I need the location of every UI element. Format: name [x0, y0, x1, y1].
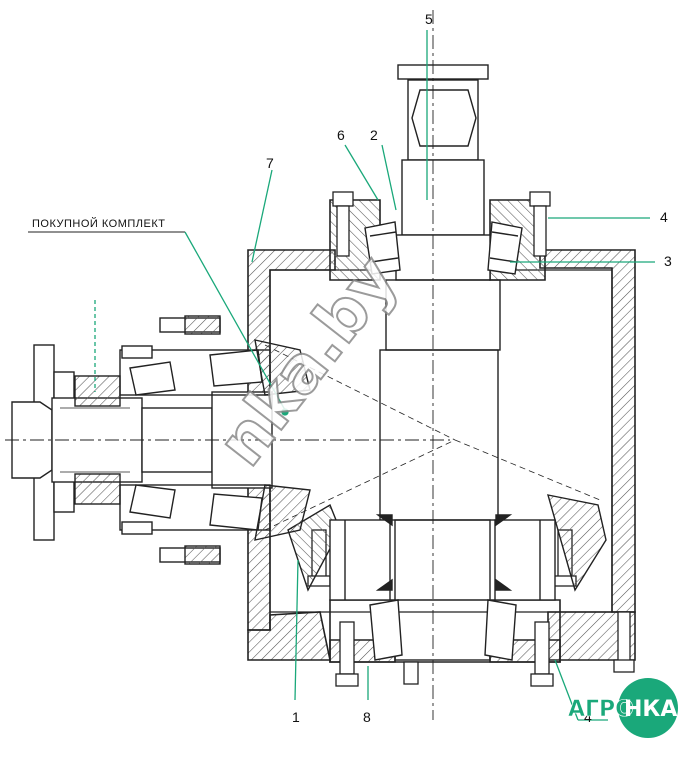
callout-7: 7: [266, 155, 274, 171]
callout-3: 3: [664, 253, 672, 269]
agro-nka-logo: АГРО НКА: [568, 678, 678, 738]
logo-right-text: НКА: [624, 697, 677, 722]
callout-4-bottom: 4: [584, 709, 592, 725]
callout-1: 1: [292, 709, 300, 725]
input-bearings: [74, 315, 311, 565]
callout-8: 8: [363, 709, 371, 725]
callout-4-top: 4: [660, 209, 668, 225]
input-shaft: [5, 344, 450, 541]
purchased-kit-caption: ПОКУПНОЙ КОМПЛЕКТ: [32, 217, 165, 230]
callout-labels: 5 6 2 7 4 3 1 8 4 ПОКУПНОЙ КОМПЛЕКТ: [32, 11, 672, 725]
callout-6: 6: [337, 127, 345, 143]
callout-5: 5: [425, 11, 433, 27]
logo-left-text: АГРО: [568, 697, 634, 722]
leader-lines: [28, 30, 655, 721]
bottom-bearings: [369, 599, 517, 661]
vertical-shaft: [379, 10, 501, 720]
callout-2: 2: [370, 127, 378, 143]
top-bearings: [364, 221, 523, 275]
